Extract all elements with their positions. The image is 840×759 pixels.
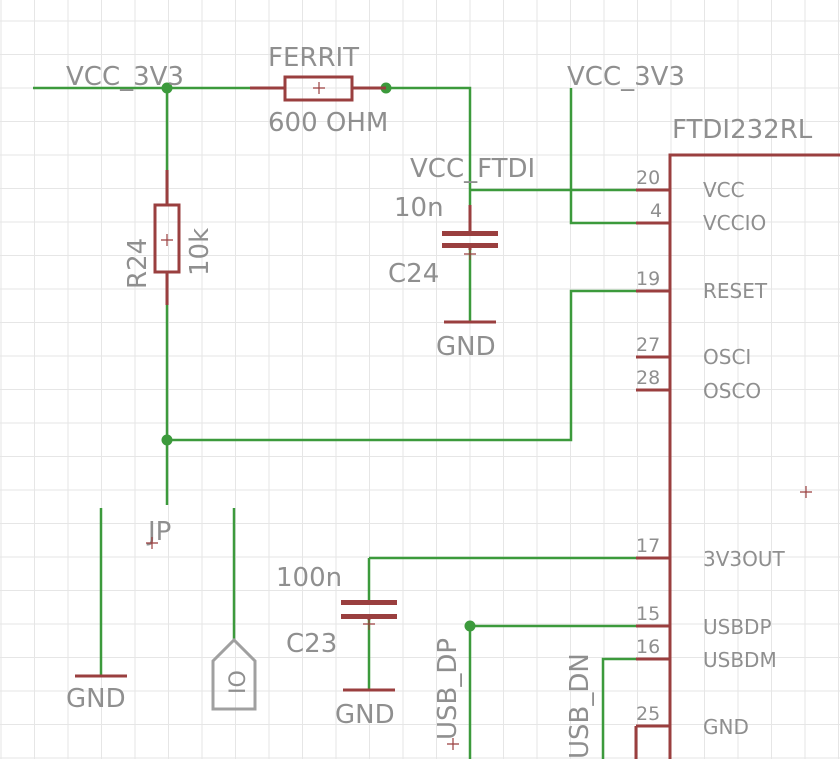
pin-name: 3V3OUT [703,547,786,571]
pin-number: 19 [636,268,660,290]
capacitor-c24[interactable] [442,205,498,324]
pin-number: 16 [636,636,660,658]
jumper-origin [146,537,158,549]
pin-number: 27 [636,334,660,356]
pin-name: OSCO [703,379,761,403]
junction-dot [161,82,173,94]
pin-number: 17 [636,535,660,557]
resistor-r24[interactable] [153,170,181,305]
ferrite-name: FERRIT [268,43,359,73]
ic-ftdi232rl[interactable] [634,153,840,759]
r24-name: R24 [123,238,153,289]
pin-number: 25 [636,703,660,725]
ferrite-value: 600 OHM [268,108,388,138]
jumper-name: JP [146,517,171,547]
capacitor-c23[interactable] [341,600,397,692]
pin-name: GND [703,715,749,739]
c24-name: C24 [388,259,439,289]
wire-ferrite-out [386,86,472,205]
c23-name: C23 [286,629,337,659]
net-label-usb-dp: USB_DP [433,638,463,740]
net-label-usb-dn: USB_DN [565,653,595,759]
pin-name: USBDM [703,648,777,672]
wire-3v3out [367,556,636,601]
c23-value: 100n [276,563,342,593]
junction-dot [161,434,173,446]
c24-value: 10n [394,193,444,223]
pin-name: VCC [703,178,745,202]
wire-vccio [569,88,636,225]
junctions [161,82,476,632]
pin-name: RESET [703,279,768,303]
pin-number: 20 [636,167,660,189]
pin-name: USBDP [703,615,772,639]
io-port-label: IO [226,670,251,694]
wire-usbdn [601,657,636,759]
net-label-vcc3v3-left: VCC_3V3 [66,62,184,92]
pin-name: VCCIO [703,211,766,235]
net-label-vcc3v3-right: VCC_3V3 [567,62,685,92]
c24-gnd-label: GND [436,332,496,362]
pin-number: 15 [636,603,660,625]
usb-dp-origin [447,738,459,750]
junction-dot [464,620,476,632]
wire-usbdp [468,624,636,759]
pin-name: OSCI [703,345,751,369]
ic-name: FTDI232RL [672,115,813,145]
r24-value: 10k [185,228,215,276]
c23-gnd-label: GND [335,700,395,730]
ferrite-bead[interactable] [250,75,386,102]
pin-number: 28 [636,367,660,389]
net-label-vcc-ftdi: VCC_FTDI [410,154,535,184]
jumper-gnd-label: GND [66,684,126,714]
wires [33,86,636,759]
wire-r24-to-reset [165,88,636,505]
io-port-icon[interactable] [211,637,257,711]
pin-number: 4 [650,200,662,222]
